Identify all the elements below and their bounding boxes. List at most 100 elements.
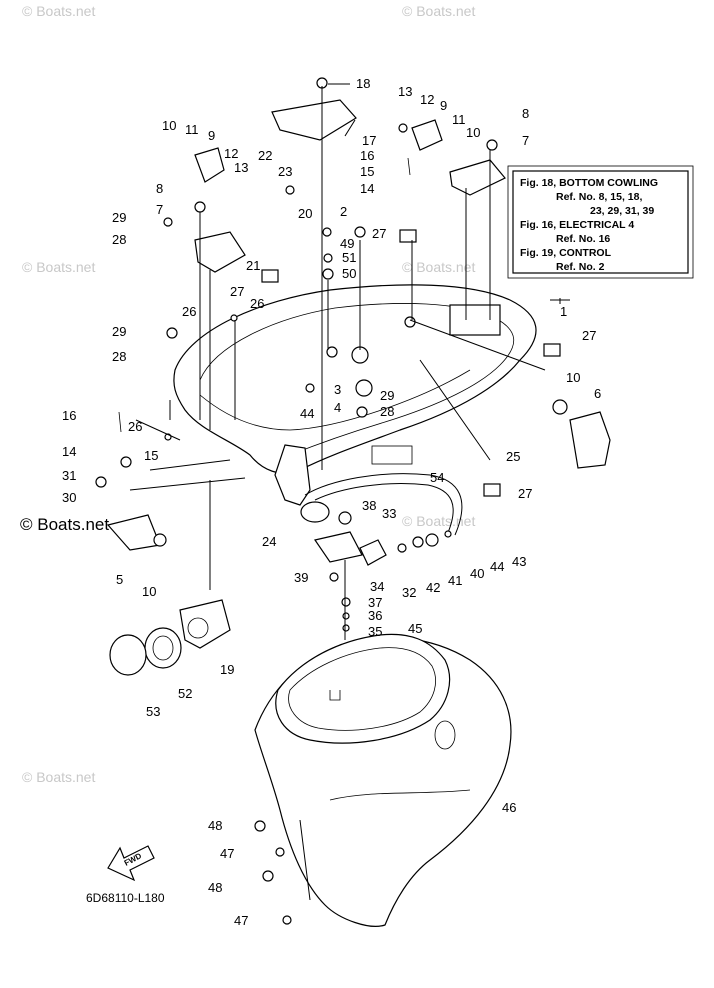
callout-26: 26 (182, 304, 196, 319)
callout-14: 14 (62, 444, 76, 459)
callout-17: 17 (362, 133, 376, 148)
callout-27: 27 (582, 328, 596, 343)
note-line: Ref. No. 16 (556, 233, 610, 245)
callout-29: 29 (112, 324, 126, 339)
note-line: Fig. 19, CONTROL (520, 247, 612, 259)
callout-41: 41 (448, 573, 462, 588)
callout-32: 32 (402, 585, 416, 600)
callout-39: 39 (294, 570, 308, 585)
callout-13: 13 (398, 84, 412, 99)
diagram-code: 6D68110-L180 (86, 891, 165, 905)
callout-2: 2 (340, 204, 347, 219)
lower-cowling-shell (254, 633, 512, 927)
callout-49: 49 (340, 236, 354, 251)
note-line: Fig. 18, BOTTOM COWLING (520, 177, 658, 189)
callout-19: 19 (220, 662, 234, 677)
callout-28: 28 (112, 232, 126, 247)
callout-9: 9 (208, 128, 215, 143)
callout-42: 42 (426, 580, 440, 595)
callout-16: 16 (360, 148, 374, 163)
callout-54: 54 (430, 470, 444, 485)
callout-23: 23 (278, 164, 292, 179)
callout-12: 12 (420, 92, 434, 107)
callout-22: 22 (258, 148, 272, 163)
callout-34: 34 (370, 579, 384, 594)
callout-46: 46 (502, 800, 516, 815)
callout-24: 24 (262, 534, 276, 549)
callout-53: 53 (146, 704, 160, 719)
callout-28: 28 (380, 404, 394, 419)
callout-11: 11 (452, 112, 466, 127)
callout-25: 25 (506, 449, 520, 464)
watermark-text: © Boats.net (402, 3, 475, 19)
callout-38: 38 (362, 498, 376, 513)
reference-note-box: Fig. 18, BOTTOM COWLING Ref. No. 8, 15, … (507, 165, 694, 279)
callout-15: 15 (360, 164, 374, 179)
callout-29: 29 (112, 210, 126, 225)
callout-29: 29 (380, 388, 394, 403)
callout-14: 14 (360, 181, 374, 196)
callout-35: 35 (368, 624, 382, 639)
callout-47: 47 (234, 913, 248, 928)
callout-26: 26 (250, 296, 264, 311)
callout-44: 44 (300, 406, 314, 421)
callout-27: 27 (518, 486, 532, 501)
callout-9: 9 (440, 98, 447, 113)
watermark-text-large: © Boats.net (20, 515, 109, 534)
callout-50: 50 (342, 266, 356, 281)
callout-27: 27 (230, 284, 244, 299)
callout-30: 30 (62, 490, 76, 505)
callout-7: 7 (156, 202, 163, 217)
callout-15: 15 (144, 448, 158, 463)
callout-labels: 18 13 12 9 8 17 11 10 7 10 11 9 12 13 22… (62, 76, 601, 928)
bottom-cowling-tray (173, 284, 537, 506)
callout-11: 11 (185, 122, 199, 137)
callout-40: 40 (470, 566, 484, 581)
callout-28: 28 (112, 349, 126, 364)
small-parts: FWD (95, 77, 611, 925)
callout-8: 8 (156, 181, 163, 196)
watermark-text: © Boats.net (22, 769, 95, 785)
callout-21: 21 (246, 258, 260, 273)
watermark-text: © Boats.net (22, 259, 95, 275)
callout-44: 44 (490, 559, 504, 574)
callout-7: 7 (522, 133, 529, 148)
callout-52: 52 (178, 686, 192, 701)
callout-3: 3 (334, 382, 341, 397)
callout-27: 27 (372, 226, 386, 241)
callout-45: 45 (408, 621, 422, 636)
callout-6: 6 (594, 386, 601, 401)
callout-31: 31 (62, 468, 76, 483)
note-line: 23, 29, 31, 39 (590, 205, 654, 217)
watermark-text: © Boats.net (402, 259, 475, 275)
callout-10: 10 (162, 118, 176, 133)
callout-18: 18 (356, 76, 370, 91)
callout-1: 1 (560, 304, 567, 319)
leader-lines (129, 83, 570, 901)
note-line: Ref. No. 8, 15, 18, (556, 191, 642, 203)
callout-26: 26 (128, 419, 142, 434)
callout-16: 16 (62, 408, 76, 423)
callout-43: 43 (512, 554, 526, 569)
callout-10: 10 (466, 125, 480, 140)
callout-13: 13 (234, 160, 248, 175)
callout-8: 8 (522, 106, 529, 121)
callout-33: 33 (382, 506, 396, 521)
watermarks: © Boats.net © Boats.net © Boats.net © Bo… (20, 3, 475, 785)
callout-4: 4 (334, 400, 341, 415)
callout-37: 37 (368, 595, 382, 610)
note-line: Ref. No. 2 (556, 261, 605, 273)
note-line: Fig. 16, ELECTRICAL 4 (520, 219, 634, 231)
watermark-text: © Boats.net (402, 513, 475, 529)
callout-12: 12 (224, 146, 238, 161)
callout-48: 48 (208, 880, 222, 895)
callout-10: 10 (566, 370, 580, 385)
callout-10: 10 (142, 584, 156, 599)
watermark-text: © Boats.net (22, 3, 95, 19)
callout-51: 51 (342, 250, 356, 265)
callout-48: 48 (208, 818, 222, 833)
callout-36: 36 (368, 608, 382, 623)
callout-20: 20 (298, 206, 312, 221)
callout-5: 5 (116, 572, 123, 587)
